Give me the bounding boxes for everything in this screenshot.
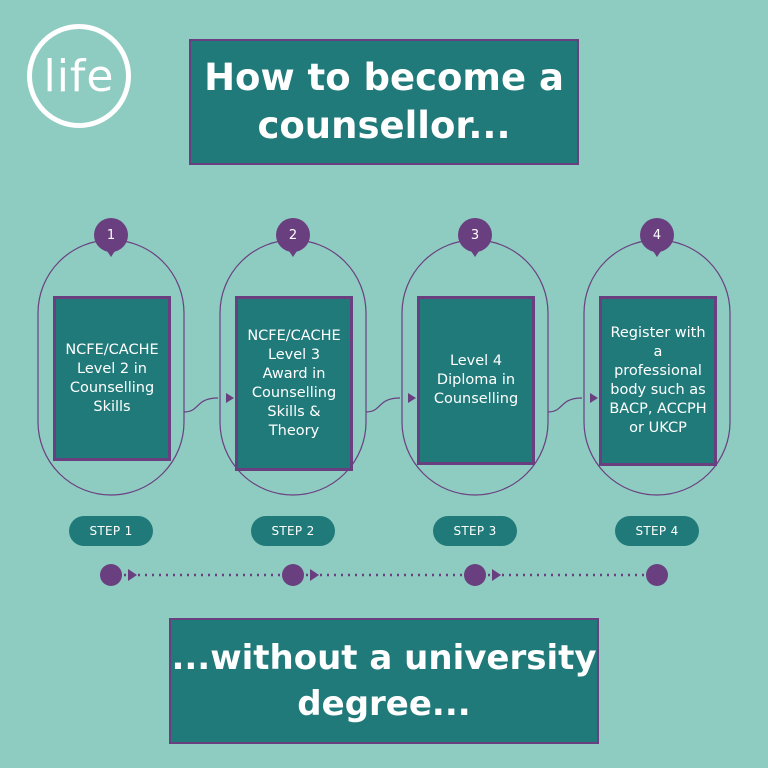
step-3-label: STEP 3 bbox=[433, 516, 517, 546]
title-line-2: counsellor... bbox=[257, 104, 511, 147]
step-2-card: NCFE/CACHE Level 3 Award in Counselling … bbox=[235, 296, 353, 471]
step-4-number-pin: 4 bbox=[640, 218, 674, 257]
step-2-label: STEP 2 bbox=[251, 516, 335, 546]
footer-banner: ...without a university degree... bbox=[169, 618, 599, 744]
step-1-label: STEP 1 bbox=[69, 516, 153, 546]
timeline-arrow-3 bbox=[492, 569, 501, 581]
footer-line-1: ...without a university bbox=[171, 638, 597, 678]
arrow-1-2 bbox=[183, 397, 219, 413]
step-3-text: Level 4 Diploma in Counselling bbox=[433, 353, 519, 407]
step-4-number: 4 bbox=[652, 227, 662, 243]
page-title: How to become a counsellor... bbox=[189, 39, 579, 165]
timeline-dot-3 bbox=[464, 564, 486, 586]
step-2-text: NCFE/CACHE Level 3 Award in Counselling … bbox=[247, 327, 341, 439]
step-3-number: 3 bbox=[470, 227, 480, 243]
step-4-label: STEP 4 bbox=[615, 516, 699, 546]
timeline-dot-4 bbox=[646, 564, 668, 586]
step-2-number-pin: 2 bbox=[276, 218, 310, 257]
logo-text: life bbox=[43, 50, 115, 102]
timeline-arrow-2 bbox=[310, 569, 319, 581]
step-1-number-pin: 1 bbox=[94, 218, 128, 257]
step-4-text: Register with a professional body such a… bbox=[609, 325, 707, 436]
step-4-card: Register with a professional body such a… bbox=[599, 296, 717, 466]
footer-line-2: degree... bbox=[297, 684, 471, 724]
arrow-2-3 bbox=[365, 397, 401, 413]
step-3-card: Level 4 Diploma in Counselling bbox=[417, 296, 535, 465]
arrow-3-4 bbox=[547, 397, 583, 413]
step-3-number-pin: 3 bbox=[458, 218, 492, 257]
step-1-card: NCFE/CACHE Level 2 in Counselling Skills bbox=[53, 296, 171, 461]
life-logo: life bbox=[27, 24, 131, 128]
timeline-arrow-1 bbox=[128, 569, 137, 581]
timeline-dot-2 bbox=[282, 564, 304, 586]
step-2-number: 2 bbox=[288, 227, 298, 243]
title-line-1: How to become a bbox=[204, 56, 564, 99]
step-1-text: NCFE/CACHE Level 2 in Counselling Skills bbox=[65, 341, 159, 415]
timeline-dot-1 bbox=[100, 564, 122, 586]
step-1-number: 1 bbox=[106, 227, 116, 243]
